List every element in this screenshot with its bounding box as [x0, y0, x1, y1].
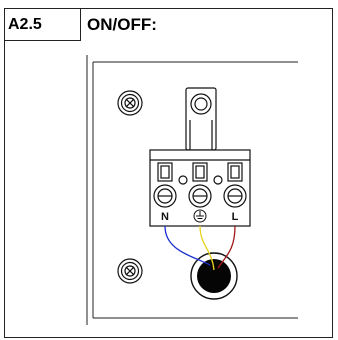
earth-wire	[199, 225, 215, 271]
connector-mount-tab	[185, 87, 217, 151]
mounting-screw-icon	[117, 258, 143, 284]
mounting-screw-icon	[117, 90, 143, 116]
terminal-label-neutral: N	[161, 211, 169, 223]
cable-entry-icon	[190, 252, 238, 300]
live-wire	[217, 225, 236, 269]
section-frame: A2.5 ON/OFF:	[4, 8, 333, 338]
neutral-wire	[164, 225, 211, 266]
protective-earth-icon	[193, 209, 207, 223]
terminal-label-live: L	[232, 211, 239, 223]
panel-outline	[86, 55, 298, 325]
section-header: A2.5 ON/OFF:	[5, 9, 332, 41]
terminal-block	[149, 149, 251, 227]
section-number: A2.5	[5, 9, 81, 41]
section-title: ON/OFF:	[87, 15, 157, 34]
